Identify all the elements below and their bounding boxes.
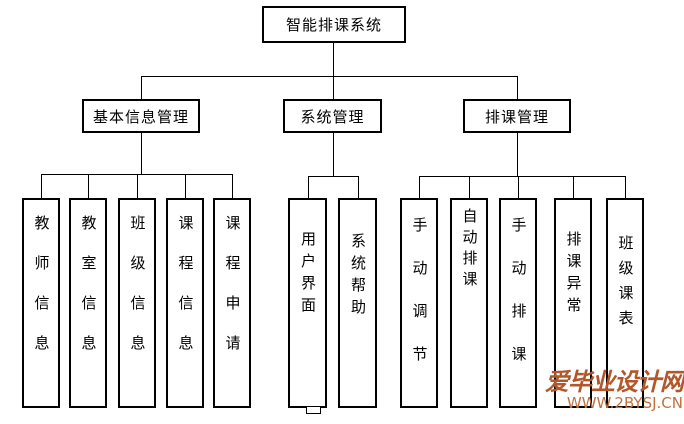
branch-node-label: 系统管理 — [300, 107, 365, 126]
branch-node-label: 基本信息管理 — [92, 107, 189, 126]
connector-stub-course-application — [232, 174, 233, 198]
connector-stub-manual-scheduling — [518, 176, 519, 198]
connector-stub-class-info — [137, 174, 138, 198]
connector-basic-info-drop — [141, 133, 142, 174]
connector-stub-system-mgmt — [333, 76, 334, 99]
leaf-node-classroom-info: 教室信息 — [69, 198, 107, 408]
connector-stub-scheduling-mgmt — [517, 76, 518, 99]
connector-scheduling-rail — [419, 176, 625, 177]
leaf-node-label: 课程申请 — [223, 215, 242, 375]
leaf-node-user-interface: 用户界面 — [288, 198, 327, 408]
root-node-intelligent-scheduling-system: 智能排课系统 — [262, 6, 406, 43]
leaf-node-label: 教室信息 — [79, 215, 98, 375]
stray-mark — [306, 406, 321, 414]
leaf-node-label: 系统帮助 — [349, 233, 367, 321]
leaf-node-manual-adjustment: 手动调节 — [400, 198, 438, 408]
leaf-node-label: 排课异常 — [564, 231, 583, 319]
leaf-node-system-help: 系统帮助 — [338, 198, 377, 408]
connector-stub-auto-scheduling — [469, 176, 470, 198]
leaf-node-label: 自动排课 — [460, 208, 479, 292]
leaf-node-label: 教师信息 — [32, 215, 51, 375]
leaf-node-manual-scheduling: 手动排课 — [499, 198, 537, 408]
leaf-node-auto-scheduling: 自动排课 — [450, 198, 488, 408]
leaf-node-label: 班级课表 — [616, 235, 635, 335]
connector-stub-scheduling-exception — [573, 176, 574, 198]
leaf-node-class-timetable: 班级课表 — [606, 198, 644, 408]
connector-stub-classroom-info — [88, 174, 89, 198]
leaf-node-label: 手动调节 — [410, 217, 429, 389]
leaf-node-scheduling-exception: 排课异常 — [554, 198, 592, 408]
connector-root-drop — [333, 43, 334, 76]
connector-stub-class-timetable — [625, 176, 626, 198]
leaf-node-label: 课程信息 — [176, 215, 195, 375]
leaf-node-label: 班级信息 — [128, 215, 147, 375]
leaf-node-label: 用户界面 — [299, 231, 317, 319]
connector-level2-rail — [141, 76, 518, 77]
connector-scheduling-mgmt-drop — [517, 133, 518, 176]
connector-system-mgmt-rail — [308, 176, 359, 177]
root-node-label: 智能排课系统 — [285, 16, 382, 34]
connector-stub-system-help — [358, 176, 359, 198]
branch-node-system-management: 系统管理 — [283, 99, 382, 133]
connector-stub-teacher-info — [41, 174, 42, 198]
branch-node-scheduling-management: 排课管理 — [463, 99, 571, 133]
connector-stub-user-interface — [308, 176, 309, 198]
leaf-node-teacher-info: 教师信息 — [22, 198, 60, 408]
leaf-node-course-info: 课程信息 — [166, 198, 204, 408]
branch-node-basic-info-management: 基本信息管理 — [82, 99, 200, 133]
connector-system-mgmt-drop — [333, 133, 334, 176]
leaf-node-label: 手动排课 — [509, 217, 528, 389]
connector-stub-manual-adjust — [419, 176, 420, 198]
leaf-node-class-info: 班级信息 — [118, 198, 156, 408]
leaf-node-course-application: 课程申请 — [213, 198, 251, 408]
branch-node-label: 排课管理 — [484, 107, 549, 126]
connector-stub-basic-info — [141, 76, 142, 99]
connector-stub-course-info — [185, 174, 186, 198]
